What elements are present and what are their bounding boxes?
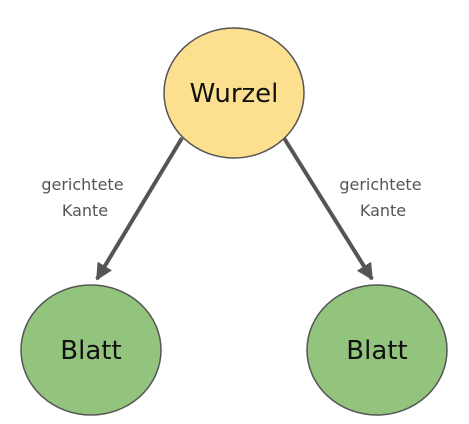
node-leaf-left: Blatt bbox=[20, 284, 162, 416]
node-root-label: Wurzel bbox=[190, 79, 279, 109]
edge-label-left: gerichtete Kante bbox=[41, 175, 128, 220]
node-leaf-right-label: Blatt bbox=[346, 336, 407, 366]
node-leaf-left-circle bbox=[20, 284, 162, 416]
edge-label-right-line2: Kante bbox=[360, 201, 406, 220]
edge-label-left-line2: Kante bbox=[62, 201, 108, 220]
node-leaf-right: Blatt bbox=[306, 284, 448, 416]
node-root-circle bbox=[163, 27, 305, 159]
edge-label-right: gerichtete Kante bbox=[339, 175, 426, 220]
node-leaf-left-label: Blatt bbox=[60, 336, 121, 366]
node-leaf-right-circle bbox=[306, 284, 448, 416]
edge-label-left-line1: gerichtete bbox=[41, 175, 123, 194]
node-root: Wurzel bbox=[163, 27, 305, 159]
edge-label-right-line1: gerichtete bbox=[339, 175, 421, 194]
edge-root-to-left-leaf bbox=[95, 136, 184, 281]
edge-root-to-right-leaf bbox=[282, 136, 374, 281]
